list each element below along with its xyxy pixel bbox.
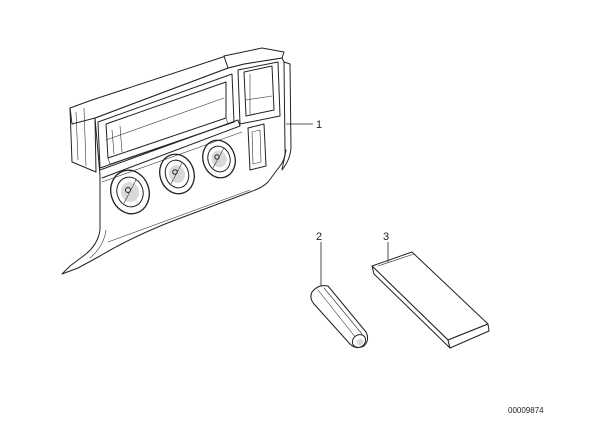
- part-1-trim-panel: [61, 47, 292, 275]
- right-upper-box-inner: [243, 65, 275, 117]
- panel-right-edge: [281, 61, 292, 171]
- part-label-3: 3: [383, 231, 389, 243]
- part-label-1: 1: [316, 119, 322, 131]
- right-upper-box-bottom: [245, 73, 273, 115]
- upper-recess-depth: [111, 125, 123, 155]
- right-box-top: [223, 47, 285, 69]
- tray-inner-edge: [75, 107, 87, 167]
- right-upper-box: [237, 61, 281, 125]
- part-3-blank-cover: [371, 251, 490, 349]
- upper-recess-shelf: [105, 97, 229, 165]
- knob-ridge: [317, 287, 363, 339]
- right-lower-slot-inner: [251, 129, 262, 165]
- part-2-knob: [310, 285, 369, 349]
- cover-inner-line: [377, 253, 415, 267]
- tray-left-side: [69, 107, 97, 173]
- panel-bottom-edge: [89, 189, 251, 259]
- control-opening-left: [110, 169, 150, 215]
- part-label-2: 2: [316, 231, 322, 243]
- right-lower-slot: [247, 123, 267, 171]
- cover-side-face: [447, 323, 490, 349]
- panel-ridge: [99, 119, 241, 179]
- control-opening-center: [159, 153, 195, 195]
- control-opening-right: [202, 139, 236, 179]
- upper-recess-outer: [97, 73, 235, 169]
- diagram-reference-number: 00009874: [508, 406, 544, 415]
